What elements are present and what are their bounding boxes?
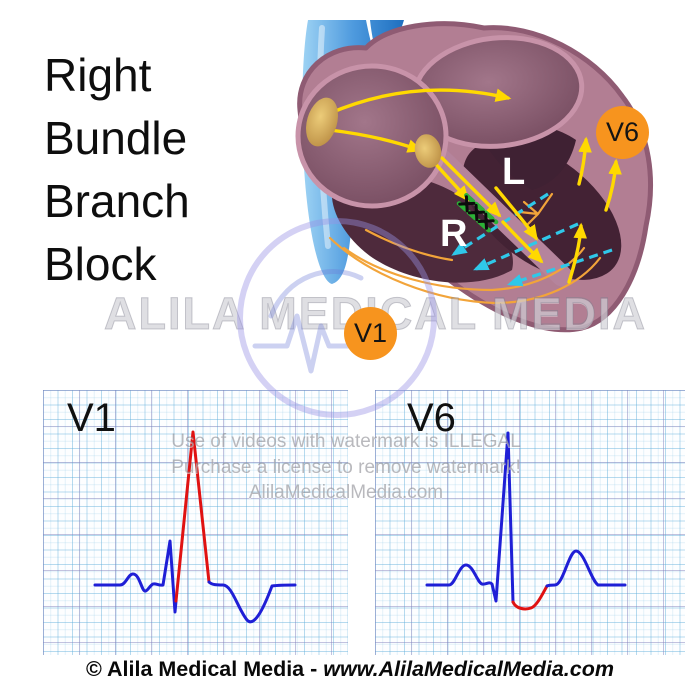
v1-trace-t-wave	[207, 580, 297, 624]
ecg-trace-v1	[93, 430, 297, 624]
ecg-panel-v6-label: V6	[407, 396, 456, 440]
ecg-panel-v1-label: V1	[67, 396, 116, 440]
title-line: Block	[44, 238, 157, 290]
left-ventricle-label: L	[502, 151, 525, 193]
v6-trace-initial	[425, 431, 515, 604]
logo-watermark-pulse	[252, 269, 389, 374]
notice-line: AlilaMedicalMedia.com	[248, 482, 444, 503]
copyright-text: © Alila Medical Media -	[85, 657, 324, 681]
heart-cross-section-illustration: R L	[295, 20, 653, 333]
v1-trace-rsr-prime	[174, 430, 211, 603]
title-line: Right	[44, 49, 152, 101]
ecg-trace-v6	[425, 431, 627, 611]
bundle-branch-block-marks	[456, 193, 499, 233]
right-ventricle-label: R	[440, 213, 467, 255]
website-url: www.AlilaMedicalMedia.com	[323, 657, 614, 681]
lead-badge-v6: V6	[596, 106, 649, 159]
v6-trace-slurred-s	[511, 584, 549, 611]
av-node	[414, 134, 442, 168]
ecg-panel-v6: V6	[375, 390, 685, 655]
ecg-panel-v1: V1	[43, 390, 348, 655]
v1-trace-initial	[93, 539, 178, 614]
title-line: Bundle	[44, 112, 188, 164]
lead-badge-v1: V1	[344, 307, 397, 360]
page-title: Right Bundle Branch Block	[44, 44, 190, 296]
delayed-conduction-arrows	[451, 192, 613, 287]
sa-node	[306, 97, 338, 147]
license-notice-watermark: Use of videos with watermark is ILLEGAL …	[150, 429, 542, 506]
title-line: Branch	[44, 175, 190, 227]
notice-line: Purchase a license to remove watermark!	[171, 456, 521, 478]
logo-watermark-circle	[237, 218, 437, 418]
notice-line: Use of videos with watermark is ILLEGAL	[171, 431, 521, 452]
v6-trace-t-wave	[545, 549, 627, 588]
copyright-footer: © Alila Medical Media - www.AlilaMedical…	[0, 657, 700, 682]
